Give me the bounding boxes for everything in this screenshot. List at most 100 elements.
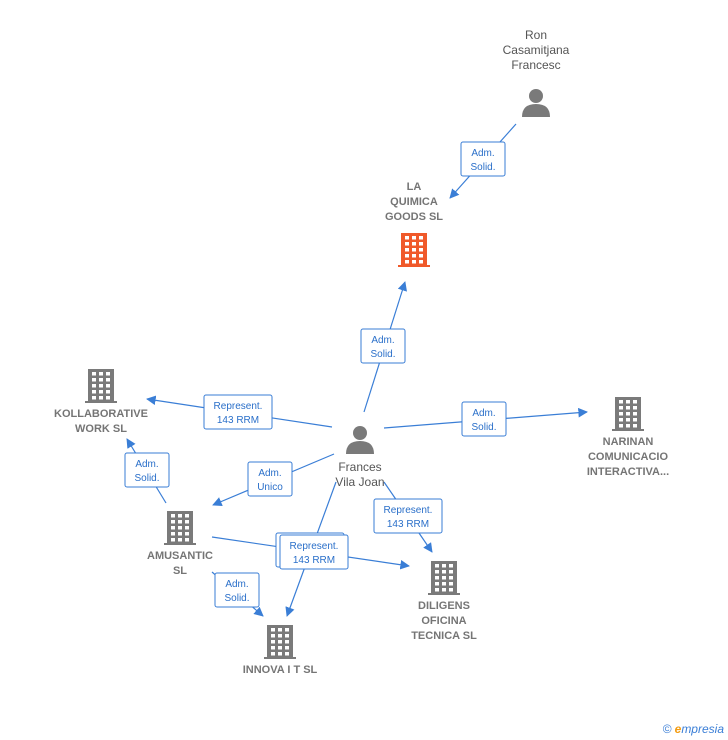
node-label: Vila Joan xyxy=(335,475,384,489)
edge-label-ron-laquimica[interactable]: Adm.Solid. xyxy=(460,141,506,177)
building-window xyxy=(419,260,423,264)
building-window xyxy=(633,418,637,422)
node-label: INTERACTIVA... xyxy=(587,466,669,478)
edge-label-box xyxy=(214,572,260,608)
building-window xyxy=(405,248,409,252)
building-window xyxy=(435,588,439,592)
building-window xyxy=(278,628,282,632)
building-window xyxy=(106,396,110,400)
building-window xyxy=(178,526,182,530)
edge-label-frances-narinan[interactable]: Adm.Solid. xyxy=(461,401,507,437)
person-body xyxy=(522,104,550,117)
building-window xyxy=(633,406,637,410)
edge-label-frances-laquimica[interactable]: Adm.Solid. xyxy=(360,328,406,364)
building-window xyxy=(449,582,453,586)
building-window xyxy=(626,400,630,404)
building-window xyxy=(285,634,289,638)
building-window xyxy=(171,520,175,524)
building-window xyxy=(278,634,282,638)
brand-initial: e xyxy=(674,722,682,736)
building-window xyxy=(185,538,189,542)
building-window xyxy=(633,412,637,416)
node-label: DILIGENS xyxy=(418,600,470,612)
building-icon xyxy=(428,561,460,595)
edge-label-text: Adm. xyxy=(472,408,495,419)
building-window xyxy=(633,424,637,428)
building-window xyxy=(435,582,439,586)
building-window xyxy=(619,424,623,428)
node-label: Francesc xyxy=(511,58,560,72)
building-window xyxy=(185,532,189,536)
building-window xyxy=(412,236,416,240)
edge-label-amusantic-innova[interactable]: Adm.Solid. xyxy=(214,572,260,608)
building-window xyxy=(405,236,409,240)
building-base xyxy=(85,401,117,403)
building-window xyxy=(419,254,423,258)
building-window xyxy=(405,254,409,258)
building-window xyxy=(106,384,110,388)
edge-label-frances-amusantic[interactable]: Adm.Unico xyxy=(247,461,293,497)
building-window xyxy=(99,384,103,388)
building-icon xyxy=(398,233,430,267)
node-label: GOODS SL xyxy=(385,211,443,223)
building-window xyxy=(92,384,96,388)
node-label: QUIMICA xyxy=(390,196,438,208)
building-window xyxy=(99,378,103,382)
edge-label-frances-diligens[interactable]: Represent. 143 RRM xyxy=(373,498,443,534)
building-window xyxy=(106,372,110,376)
edge-label-text: Solid. xyxy=(134,473,159,484)
building-window xyxy=(271,646,275,650)
edge-label-frances-kollaborative[interactable]: Represent.143 RRM xyxy=(203,394,273,430)
building-window xyxy=(619,406,623,410)
edge-label-amusantic-diligens[interactable]: Represent. 143 RRM xyxy=(279,534,349,570)
node-innova[interactable]: INNOVA I T SL xyxy=(243,625,318,676)
building-window xyxy=(633,400,637,404)
building-icon xyxy=(264,625,296,659)
building-window xyxy=(449,570,453,574)
edge-label-amusantic-kollaborative[interactable]: Adm.Solid. xyxy=(124,452,170,488)
person-icon xyxy=(346,426,374,454)
building-window xyxy=(99,372,103,376)
building-window xyxy=(171,514,175,518)
building-window xyxy=(442,564,446,568)
building-window xyxy=(619,418,623,422)
edge-label-text: Solid. xyxy=(370,349,395,360)
edge-label-text: 143 RRM xyxy=(293,555,335,566)
building-window xyxy=(92,378,96,382)
node-label: Casamitjana xyxy=(503,43,570,57)
edge-label-box xyxy=(373,498,443,534)
edge-label-box xyxy=(360,328,406,364)
building-window xyxy=(419,236,423,240)
node-narinan[interactable]: NARINANCOMUNICACIOINTERACTIVA... xyxy=(587,397,669,478)
edge-label-box xyxy=(461,401,507,437)
edge-label-text: Adm. xyxy=(471,148,494,159)
building-window xyxy=(412,248,416,252)
edge-labels-layer: Adm.Solid.Adm.Solid.Represent.143 RRMAdm… xyxy=(124,141,507,608)
edge-label-text: Represent. xyxy=(290,541,339,552)
building-window xyxy=(92,372,96,376)
edge-label-text: Adm. xyxy=(258,468,281,479)
building-window xyxy=(626,406,630,410)
edges-layer xyxy=(126,123,588,617)
building-window xyxy=(185,526,189,530)
person-head xyxy=(353,426,367,440)
edge-label-box xyxy=(203,394,273,430)
person-head xyxy=(529,89,543,103)
building-window xyxy=(271,634,275,638)
building-icon xyxy=(612,397,644,431)
building-base xyxy=(398,265,430,267)
edge-label-text: 143 RRM xyxy=(387,519,429,530)
building-window xyxy=(271,628,275,632)
edge-label-text: 143 RRM xyxy=(217,415,259,426)
building-window xyxy=(178,514,182,518)
node-label: Ron xyxy=(525,28,547,42)
building-icon xyxy=(164,511,196,545)
edge-label-text: Represent. xyxy=(384,505,433,516)
